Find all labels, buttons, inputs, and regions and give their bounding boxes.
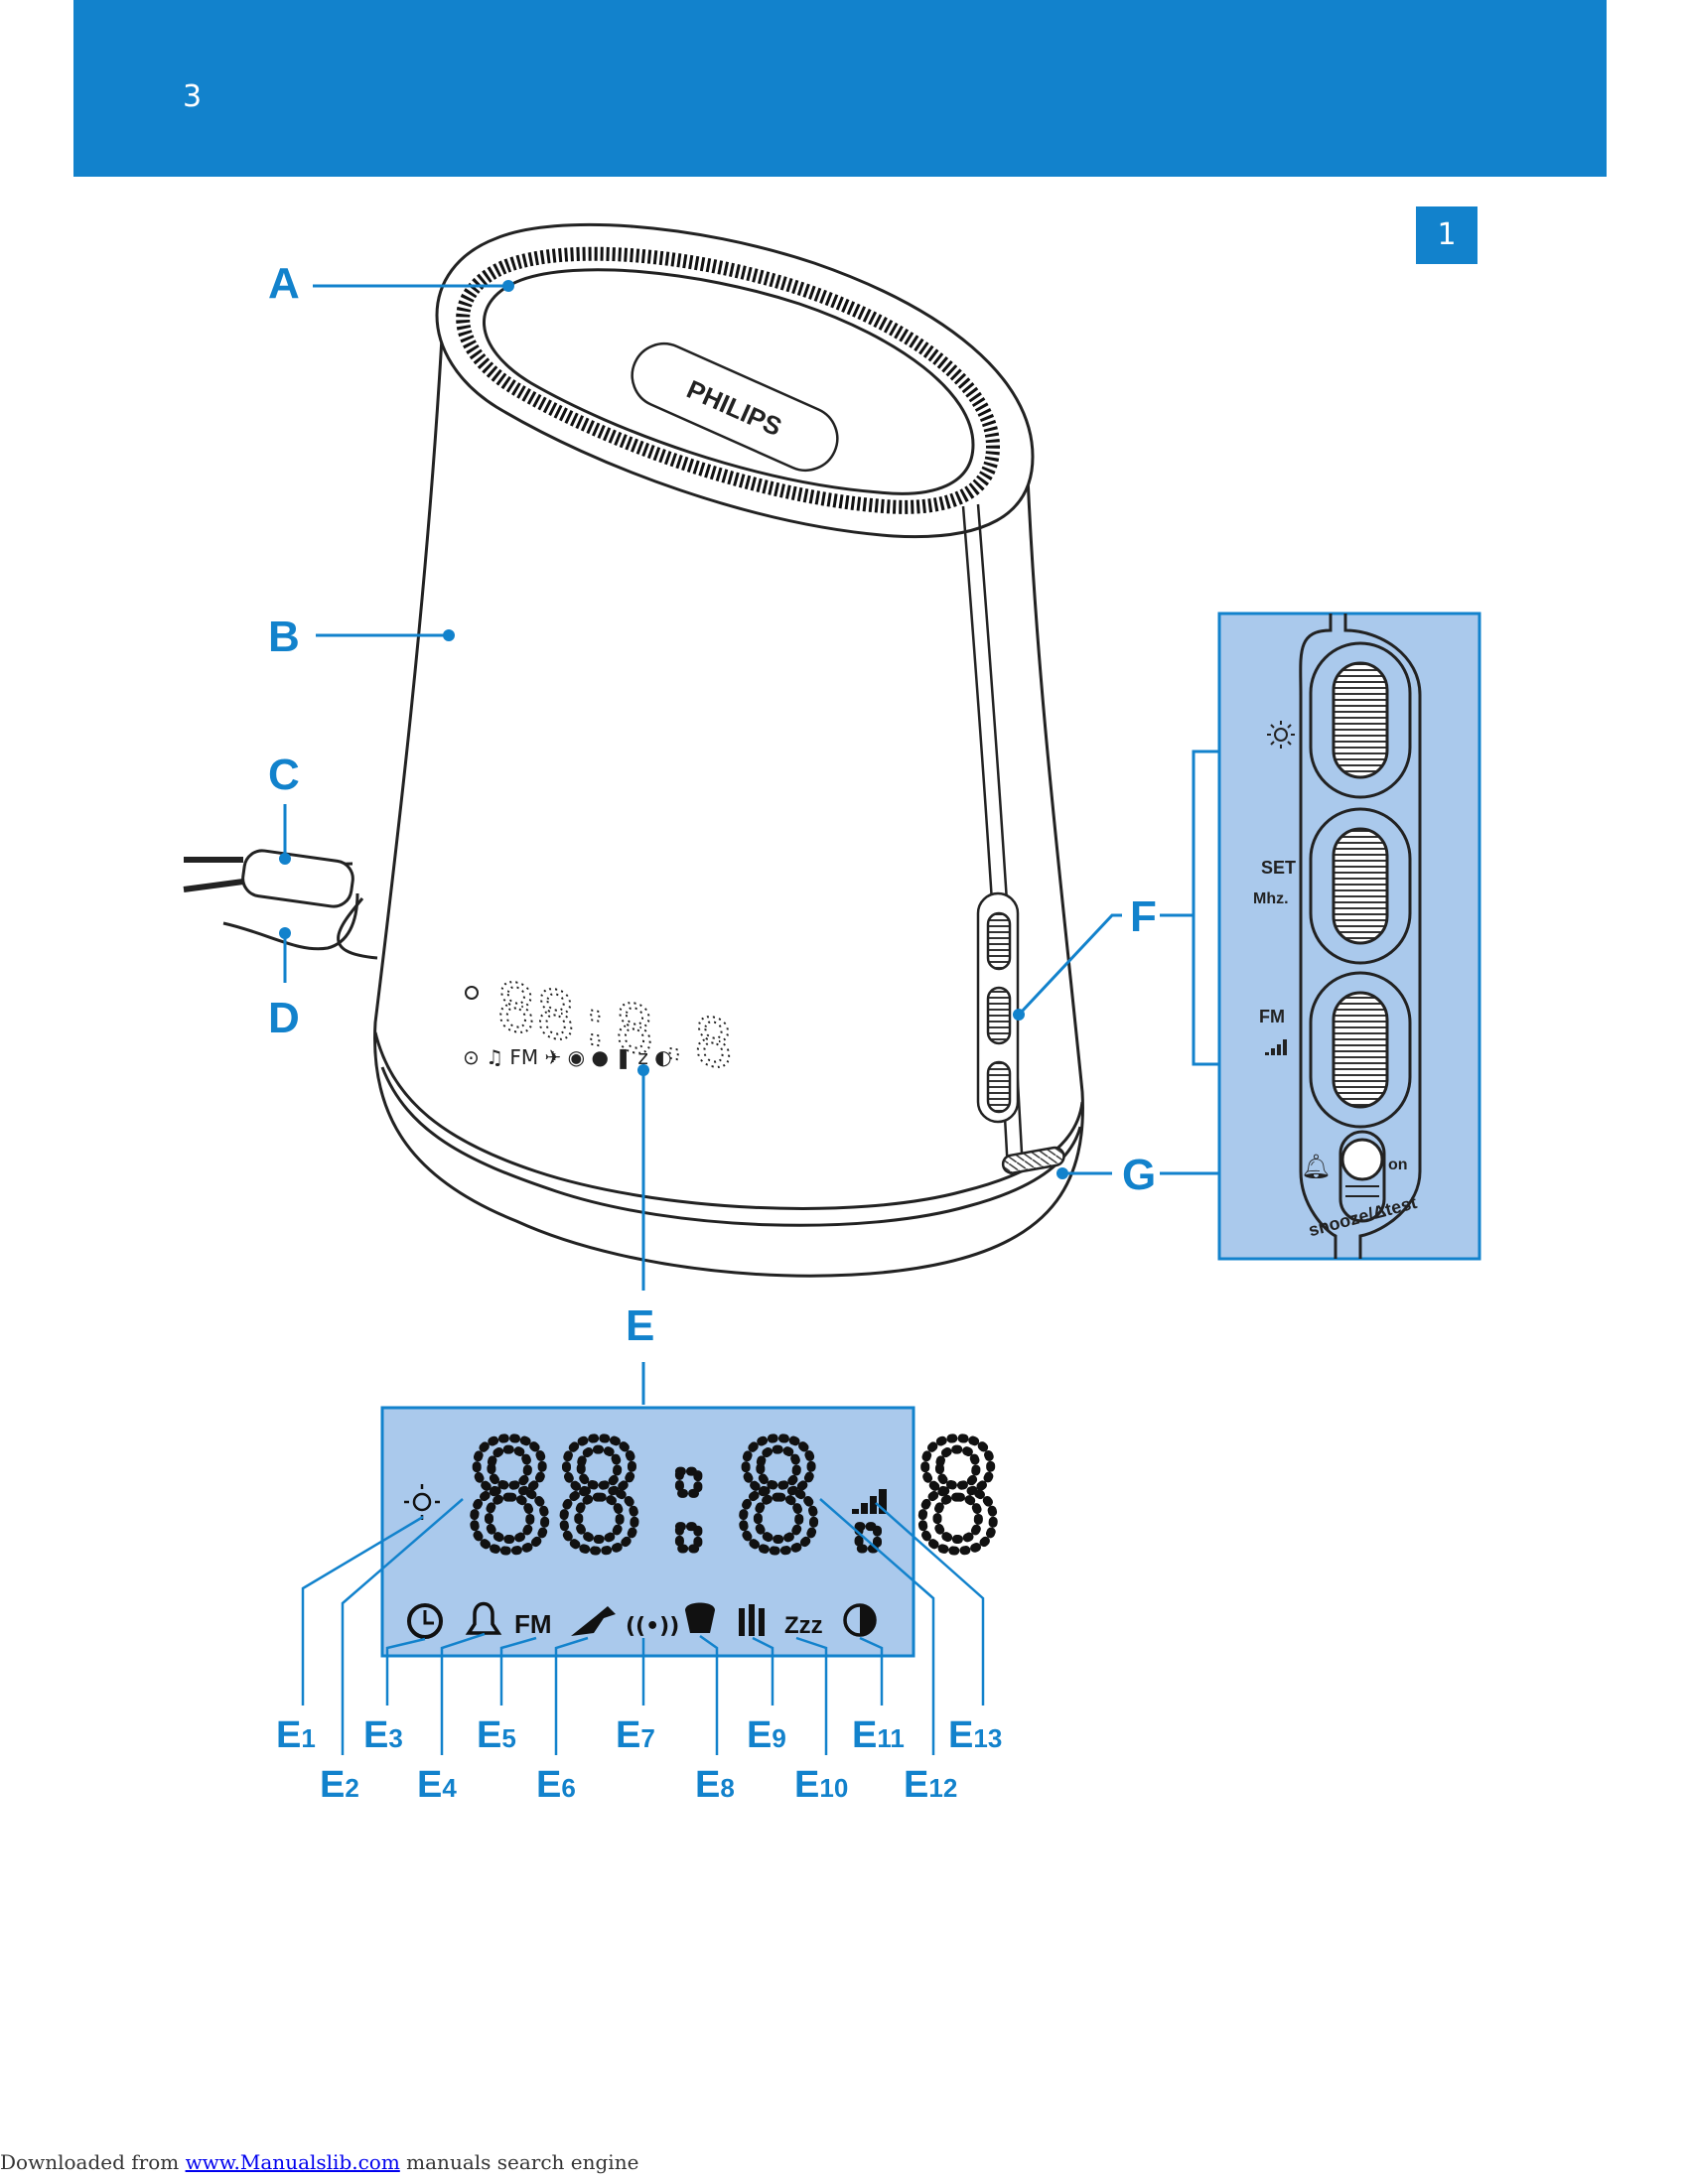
figure-number-badge: 1 — [1416, 206, 1477, 264]
top-light-ring — [456, 246, 1001, 514]
panel-fm-label: FM — [1259, 1007, 1285, 1026]
label-e11: E11 — [852, 1714, 905, 1756]
label-e10: E10 — [794, 1764, 848, 1806]
radio-wave-icon: ((•)) — [626, 1614, 679, 1639]
label-e8: E8 — [695, 1764, 735, 1806]
callout-e: E — [626, 1301, 654, 1350]
bird-sound-icon — [571, 1606, 616, 1636]
label-e12: E12 — [904, 1764, 957, 1806]
side-controls-small — [976, 891, 1065, 1174]
callout-c: C — [268, 751, 300, 799]
svg-text:⊙ ♫ FM ✈ ◉ ● ❚ z ◐: ⊙ ♫ FM ✈ ◉ ● ❚ z ◐ — [463, 1045, 672, 1069]
clock-icon — [407, 1603, 443, 1639]
callout-b: B — [268, 613, 300, 661]
display-signal-icon — [852, 1489, 887, 1514]
display-brightness-icon — [412, 1492, 432, 1512]
panel-mhz-label: Mhz. — [1253, 890, 1289, 907]
panel-set-label: SET — [1261, 858, 1296, 878]
display-icon-row: FM ((•)) Zzz — [407, 1601, 877, 1639]
set-wheel[interactable] — [1332, 827, 1389, 945]
power-cord — [183, 849, 378, 960]
label-e13: E13 — [948, 1714, 1002, 1756]
label-e6: E6 — [536, 1764, 576, 1806]
signal-strength-icon — [1265, 1039, 1287, 1055]
svg-text:88:8.8: 88:8.8 — [465, 1412, 1003, 1584]
alarm-bell-icon — [465, 1601, 502, 1635]
label-e7: E7 — [616, 1714, 655, 1756]
brightness-wheel[interactable] — [1332, 661, 1389, 779]
label-e2: E2 — [320, 1764, 359, 1806]
plug-body — [241, 849, 354, 908]
footer: Downloaded from www.Manualslib.com manua… — [0, 2150, 638, 2174]
device-body — [373, 337, 1084, 1278]
footer-suffix: manuals search engine — [399, 2150, 639, 2174]
page-number: 3 — [183, 79, 203, 114]
wake-up-light-device — [373, 222, 1084, 1278]
callout-d: D — [268, 994, 300, 1042]
brightness-icon — [1274, 728, 1288, 742]
display-zzz-label: Zzz — [784, 1612, 823, 1639]
label-e3: E3 — [363, 1714, 403, 1756]
drum-icon — [685, 1602, 715, 1633]
label-e1: E1 — [276, 1714, 316, 1756]
brand-plate — [631, 342, 839, 472]
side-control-panel: SET Mhz. FM 🔔︎ on snooze/Δtest — [1217, 612, 1481, 1261]
header-banner: 3 — [73, 0, 1607, 177]
chime-icon — [739, 1604, 765, 1636]
fm-wheel[interactable] — [1332, 991, 1389, 1109]
snooze-test-switch[interactable] — [1340, 1138, 1384, 1181]
display-labels: E1 E2 E3 E4 E5 E6 E7 E8 E9 E10 E11 E12 E… — [276, 1714, 1002, 1806]
footer-prefix: Downloaded from — [0, 2150, 186, 2174]
display-digits-dots: 88:8.8 — [461, 1408, 1008, 1589]
callout-dots — [279, 280, 1068, 1179]
panel-bell-icon: 🔔︎ — [1301, 1153, 1331, 1180]
callout-a: A — [268, 259, 300, 308]
callout-g: G — [1122, 1151, 1156, 1199]
label-e5: E5 — [477, 1714, 516, 1756]
display-detail-panel: 88:8.8 FM ((•)) Zzz — [301, 1406, 1008, 1755]
display-fm-label: FM — [514, 1609, 552, 1639]
callout-f: F — [1130, 892, 1157, 941]
label-e4: E4 — [417, 1764, 457, 1806]
footer-link[interactable]: www.Manualslib.com — [185, 2150, 400, 2174]
panel-on-label: on — [1388, 1157, 1408, 1173]
label-e9: E9 — [747, 1714, 786, 1756]
